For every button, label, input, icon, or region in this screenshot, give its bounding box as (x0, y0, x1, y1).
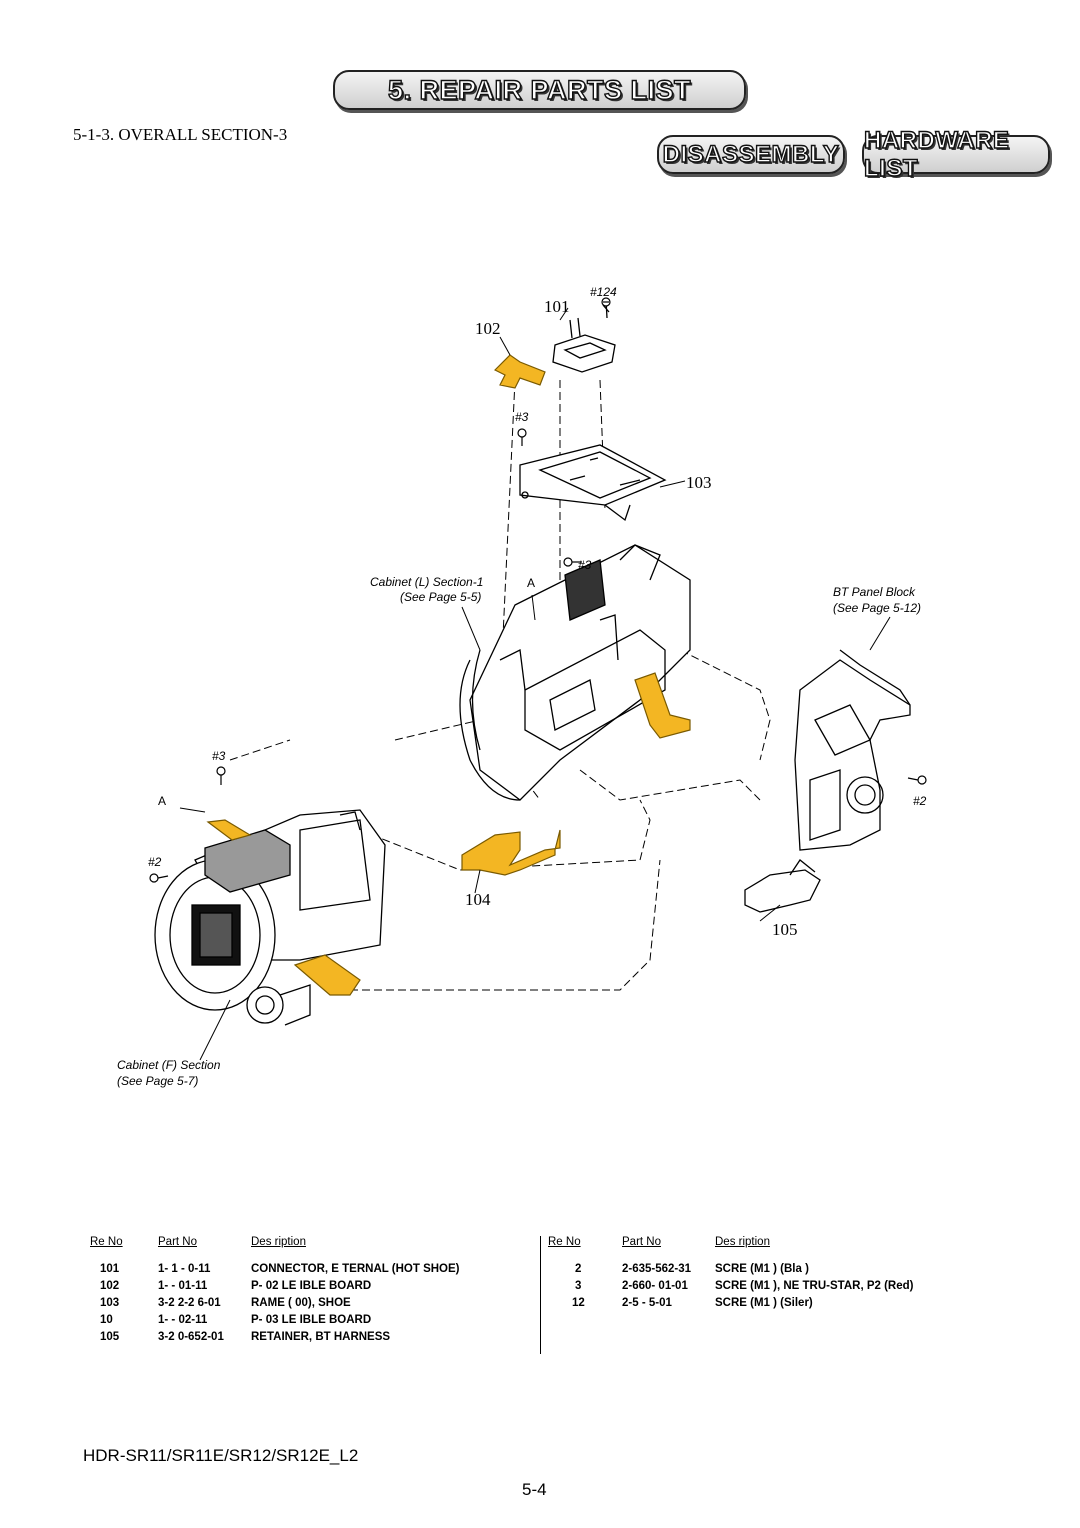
ref-no: 10 (100, 1314, 113, 1326)
model-number: HDR-SR11/SR11E/SR12/SR12E_L2 (83, 1446, 359, 1465)
part-no: 2-635-562-31 (622, 1263, 692, 1275)
description-header: Des ription (251, 1236, 306, 1248)
lens-block (154, 809, 386, 1026)
screw-2-label-bt: #2 (913, 794, 927, 808)
ref-no-header: Re No (548, 1236, 581, 1248)
parts-table-right: Re No Part No Des ription 2 2-635-562-31… (548, 1236, 1018, 1356)
cabinet-l-callout: Cabinet (L) Section-1 (370, 575, 483, 589)
screw-3-label-upper: #3 (515, 410, 529, 424)
ref-102-label: 102 (475, 319, 501, 338)
disassembly-button[interactable]: DISASSEMBLY (657, 135, 845, 174)
ref-no-header: Re No (90, 1236, 123, 1248)
part-no: 2-660- 01-01 (622, 1280, 688, 1292)
description: SCRE (M1 ) (Bla ) (715, 1263, 809, 1275)
screw-2-label-lens: #2 (148, 855, 162, 869)
hot-shoe-connector (552, 299, 616, 373)
cabinet-l-page: (See Page 5-5) (400, 590, 481, 604)
description: RETAINER, BT HARNESS (251, 1331, 391, 1343)
ref-no: 101 (100, 1263, 120, 1275)
bt-panel-page: (See Page 5-12) (833, 601, 921, 615)
marker-a-body: A (527, 576, 535, 590)
page-number: 5-4 (522, 1480, 547, 1499)
exploded-view-diagram: 101 102 103 104 105 #124 #3 #3 #3 #2 #2 … (117, 285, 927, 1088)
screw-3-label-lens: #3 (212, 749, 226, 763)
hardware-list-button[interactable]: HARDWARE LIST (862, 126, 1050, 182)
part-no: 3-2 2-2 6-01 (158, 1297, 221, 1309)
ref-101-label: 101 (544, 297, 570, 316)
page-title: 5. REPAIR PARTS LIST (333, 70, 746, 110)
flexible-boards (206, 354, 691, 996)
description-header: Des ription (715, 1236, 770, 1248)
screw-3-lens (216, 766, 226, 785)
parts-table-left: Re No Part No Des ription 101 1- 1 - 0-1… (90, 1236, 530, 1356)
ref-105-label: 105 (772, 920, 798, 939)
camera-body-chassis (459, 544, 691, 801)
part-no: 3-2 0-652-01 (158, 1331, 224, 1343)
ref-no: 103 (100, 1297, 120, 1309)
leader-lines (179, 307, 891, 1061)
screw-3-upper (517, 428, 527, 446)
part-no: 1- 1 - 0-11 (158, 1263, 211, 1275)
screw-2-lens (149, 873, 169, 883)
ref-no: 12 (572, 1297, 585, 1309)
screw-124-label: #124 (590, 285, 617, 299)
bt-harness-retainer (744, 859, 821, 913)
part-no: 2-5 - 5-01 (622, 1297, 672, 1309)
description: P- 03 LE IBLE BOARD (251, 1314, 372, 1326)
ref-103-label: 103 (686, 473, 712, 492)
screw-2-bt (907, 775, 927, 785)
part-no-header: Part No (158, 1236, 197, 1248)
screw-124-top (601, 297, 611, 307)
ref-no: 105 (100, 1331, 120, 1343)
cabinet-f-page: (See Page 5-7) (117, 1074, 198, 1088)
part-no: 1- - 01-11 (158, 1280, 208, 1292)
ref-no: 3 (575, 1280, 582, 1292)
ref-no: 2 (575, 1263, 582, 1275)
part-no-header: Part No (622, 1236, 661, 1248)
section-title: 5-1-3. OVERALL SECTION-3 (73, 125, 288, 144)
screw-3-label-middle: #3 (578, 558, 592, 572)
screw-3-middle (563, 557, 582, 567)
ref-104-label: 104 (465, 890, 491, 909)
marker-a-lens: A (158, 794, 166, 808)
table-divider (540, 1236, 541, 1354)
ref-no: 102 (100, 1280, 120, 1292)
cabinet-f-callout: Cabinet (F) Section (117, 1058, 221, 1072)
screws (149, 297, 927, 883)
description: SCRE (M1 ), NE TRU-STAR, P2 (Red) (715, 1280, 914, 1292)
bt-panel-callout: BT Panel Block (833, 585, 916, 599)
bt-panel-block (794, 649, 911, 851)
description: SCRE (M1 ) (Siler) (715, 1297, 813, 1309)
description: P- 02 LE IBLE BOARD (251, 1280, 372, 1292)
description: RAME ( 00), SHOE (251, 1297, 351, 1309)
part-no: 1- - 02-11 (158, 1314, 208, 1326)
description: CONNECTOR, E TERNAL (HOT SHOE) (251, 1263, 460, 1275)
shoe-frame (519, 444, 667, 522)
